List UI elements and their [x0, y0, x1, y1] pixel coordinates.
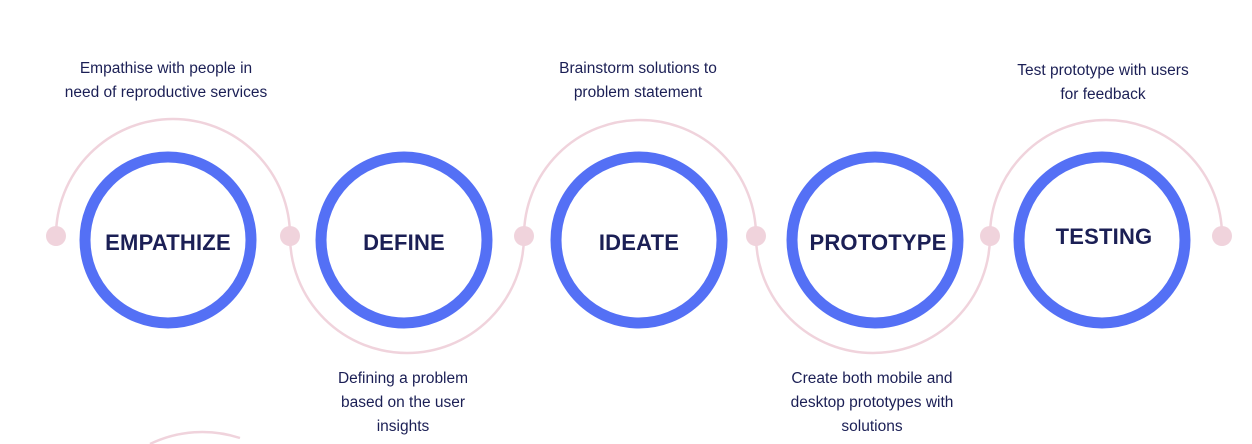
description-line: insights [376, 418, 430, 435]
junction-dot [980, 226, 1000, 246]
junction-dot [746, 226, 766, 246]
description-line: based on the user [340, 394, 466, 411]
step-description-testing: Test prototype with users for feedback [978, 59, 1228, 107]
step-description-empathize: Empathise with people in need of reprodu… [36, 57, 296, 105]
description-line: Brainstorm solutions to [559, 60, 717, 77]
description-line: desktop prototypes with [790, 394, 954, 411]
junction-dot [280, 226, 300, 246]
connector-arc-bottom-fragment [149, 430, 241, 444]
junction-dot [46, 226, 66, 246]
step-ring-ideate [550, 151, 728, 329]
connector-arc-define [288, 235, 526, 355]
step-ring-prototype [786, 151, 964, 329]
connector-arc-prototype [754, 235, 992, 355]
step-ring-empathize [79, 151, 257, 329]
description-line: Defining a problem [337, 370, 469, 387]
step-title-prototype: PROTOTYPE [809, 230, 947, 255]
connector-arc-empathize [54, 117, 292, 237]
step-description-ideate: Brainstorm solutions to problem statemen… [518, 57, 758, 105]
step-title-define: DEFINE [363, 230, 445, 255]
step-title-empathize: EMPATHIZE [105, 230, 231, 255]
step-description-prototype: Create both mobile and desktop prototype… [752, 367, 992, 439]
step-title-testing: TESTING [1055, 224, 1153, 249]
connector-arc-ideate [522, 118, 758, 237]
description-line: for feedback [1060, 86, 1146, 103]
connector-arc-testing [988, 118, 1224, 237]
description-line: problem statement [573, 84, 703, 101]
step-title-ideate: IDEATE [598, 230, 680, 255]
step-ring-define [315, 151, 493, 329]
description-line: Empathise with people in [79, 60, 253, 77]
description-line: Create both mobile and [791, 370, 953, 387]
junction-dot [514, 226, 534, 246]
step-ring-testing [1013, 151, 1191, 329]
description-line: Test prototype with users [1017, 62, 1189, 79]
junction-dot [1212, 226, 1232, 246]
description-line: need of reproductive services [64, 84, 268, 101]
description-line: solutions [841, 418, 903, 435]
step-description-define: Defining a problem based on the user ins… [293, 367, 513, 439]
